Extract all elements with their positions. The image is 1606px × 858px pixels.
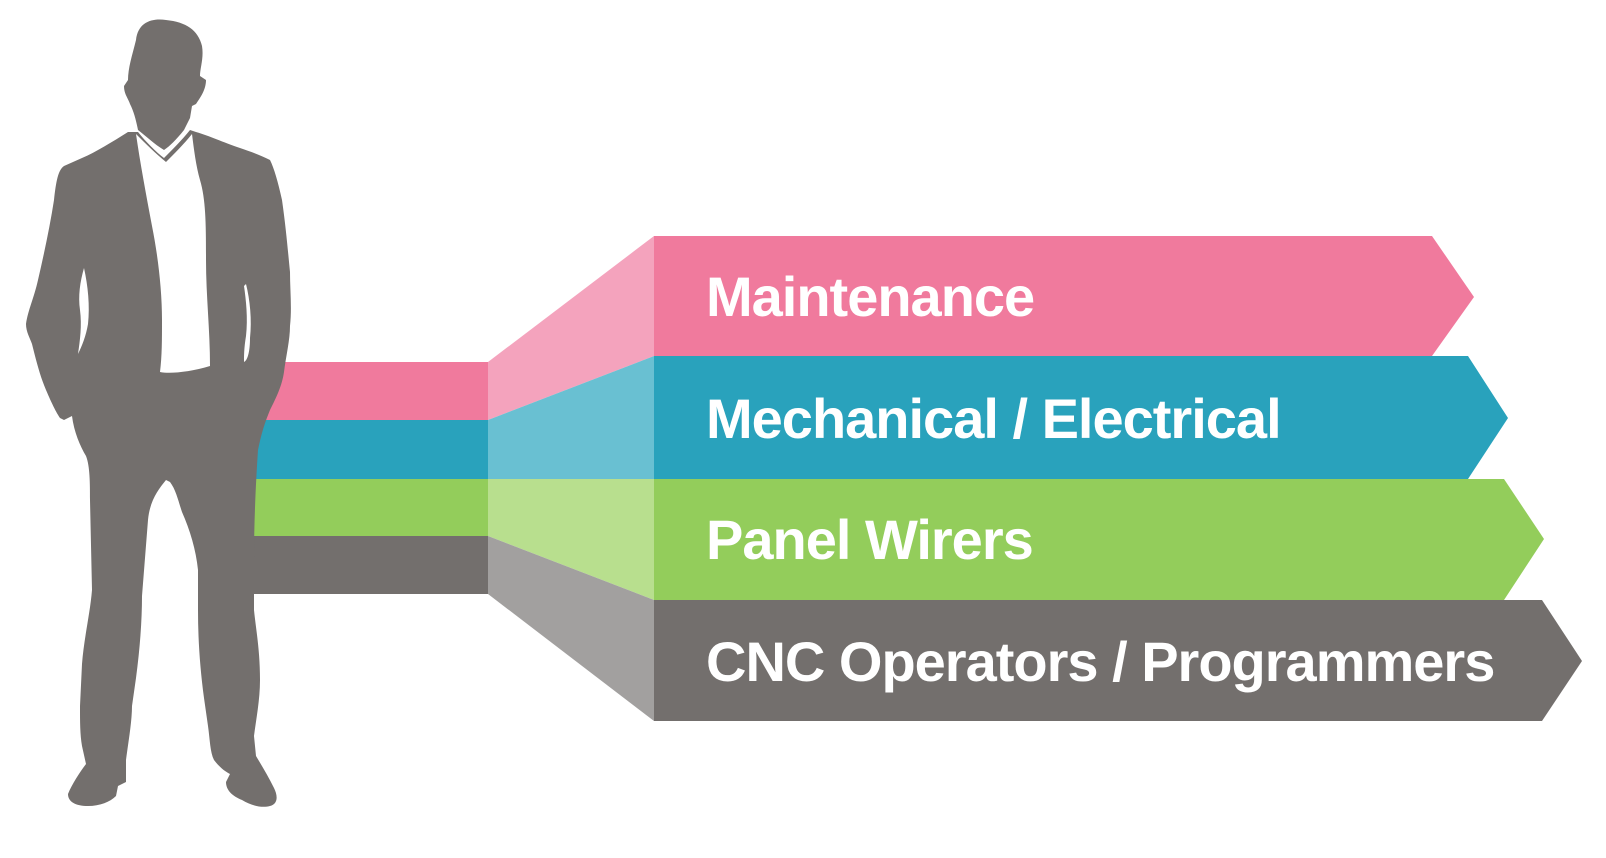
bundle-bars <box>240 362 488 594</box>
bundle-bar-mechanical-electrical <box>240 420 488 479</box>
businessman-silhouette-icon <box>26 20 291 807</box>
label-maintenance: Maintenance <box>706 265 1034 328</box>
label-cnc-operators-programmers: CNC Operators / Programmers <box>706 630 1494 693</box>
label-mechanical-electrical: Mechanical / Electrical <box>706 387 1281 450</box>
bundle-bar-panel-wirers <box>240 479 488 536</box>
bundle-bar-cnc-operators <box>240 536 488 594</box>
label-panel-wirers: Panel Wirers <box>706 508 1033 571</box>
fan-connectors <box>488 236 654 721</box>
